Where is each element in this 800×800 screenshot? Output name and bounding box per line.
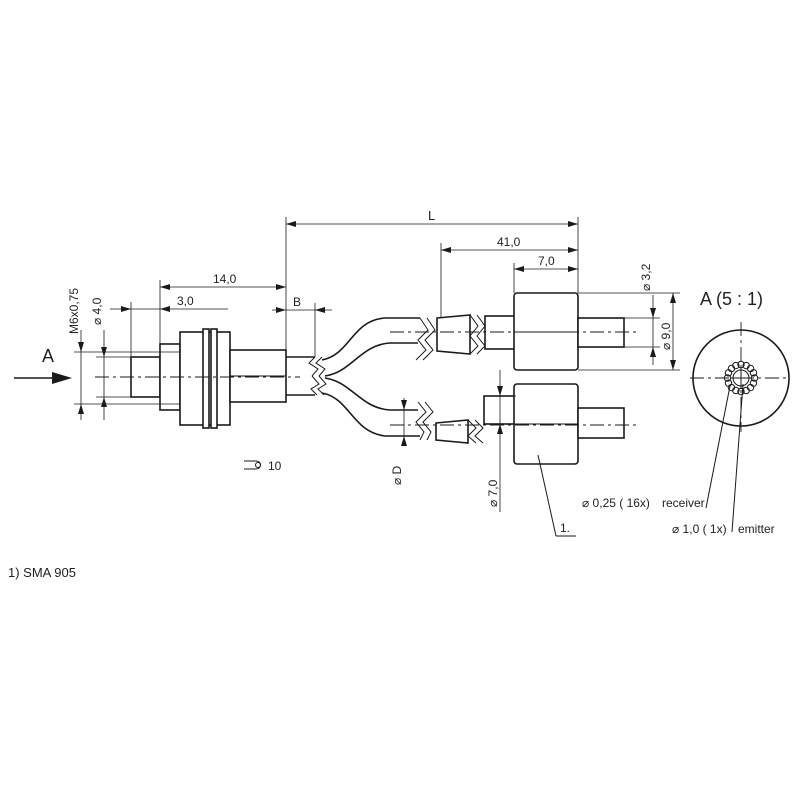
callout-10-text: 10 (268, 459, 282, 473)
dim-b: B (272, 295, 332, 357)
dim-14-text: 14,0 (213, 272, 237, 286)
dim-7-arrow-right (568, 266, 578, 272)
cable-break-lower (310, 375, 327, 396)
dim-14-arrow-right (276, 284, 286, 290)
sensor-head (130, 328, 287, 429)
branch-upper-inner (324, 342, 418, 377)
dim-dia7-arrow-top (497, 386, 503, 396)
branch-lower-outer (321, 392, 420, 437)
dim-diad: ⌀ D (390, 398, 407, 485)
sma-connector-upper (513, 292, 625, 371)
dim-dia9-arrow-top (670, 293, 676, 303)
emitter-size-text: ⌀ 1,0 ( 1x) (672, 522, 727, 536)
dim-3-text: 3,0 (177, 294, 194, 308)
dim-thread-arrow-bottom (78, 404, 84, 414)
view-a-indicator: A (14, 346, 72, 384)
dim-41-arrow-left (441, 247, 451, 253)
dim-dia32: ⌀ 3,2 (624, 263, 660, 365)
dim-b-arrow-right (315, 307, 325, 313)
dim-diad-text: ⌀ D (390, 465, 404, 485)
dim-l-text: L (428, 208, 435, 223)
dim-7-text: 7,0 (538, 254, 555, 268)
dim-dia7-arrow-bottom (497, 424, 503, 434)
footnote: 1) SMA 905 (8, 565, 76, 580)
view-outer-circle (692, 329, 790, 427)
dim-dia32-arrow-bottom (650, 347, 656, 357)
dim-3-arrow-right (160, 306, 170, 312)
callout-10: 10 (244, 459, 282, 473)
ferrule-upper (436, 314, 471, 355)
branch-lower-inner (324, 377, 418, 411)
callout-1: 1. (537, 454, 576, 537)
callout-1-text: 1. (560, 521, 570, 535)
dim-14-arrow-left (160, 284, 170, 290)
receiver-size-text: ⌀ 0,25 ( 16x) (582, 496, 650, 510)
dim-b-arrow-left (276, 307, 286, 313)
receiver-fiber (724, 379, 733, 387)
emitter-label-text: emitter (738, 522, 775, 536)
dim-7: 7,0 (513, 254, 578, 293)
dim-dia9-text: ⌀ 9,0 (659, 322, 673, 350)
dim-dia4: ⌀ 4,0 (90, 297, 131, 420)
callout-1-leader (537, 454, 557, 537)
dim-l-arrow-left (286, 221, 296, 227)
dim-thread-arrow-top (78, 342, 84, 352)
cable-main-edges (286, 356, 315, 396)
dim-dia7-text: ⌀ 7,0 (486, 479, 500, 507)
dim-3: 3,0 (110, 294, 228, 357)
dim-41-text: 41,0 (497, 235, 521, 249)
dim-3-arrow-left (121, 306, 131, 312)
receiver-leader (705, 385, 731, 509)
view-a-label: A (42, 346, 54, 366)
receiver-fiber (749, 369, 758, 377)
ferrule-upper-tail (484, 315, 516, 350)
branch-break-2 (422, 317, 436, 361)
cable-break-upper (308, 356, 326, 377)
view-a-title: A (5 : 1) (700, 289, 763, 309)
view-a-detail: A (5 : 1) ⌀ 0,25 ( 16x) receiver ⌀ 1,0 (… (582, 289, 790, 536)
receiver-fiber (732, 361, 740, 370)
dim-thread-text: M6x0,75 (67, 288, 81, 334)
dim-diad-arrow-bottom (401, 436, 407, 446)
branch-break-4 (422, 401, 434, 441)
dim-dia7: ⌀ 7,0 (486, 370, 516, 512)
lock-washer (210, 328, 218, 429)
dim-41-arrow-right (568, 247, 578, 253)
dim-dia4-arrow-top (101, 347, 107, 357)
dim-dia4-arrow-bottom (101, 397, 107, 407)
view-arrow-head (52, 372, 72, 384)
lock-nut (202, 328, 210, 429)
dim-14: 14,0 (159, 272, 286, 344)
receiver-label-text: receiver (662, 496, 705, 510)
ferrule-lower (435, 419, 469, 444)
dim-b-text: B (293, 295, 301, 309)
dim-dia9-arrow-bottom (670, 360, 676, 370)
dim-dia32-text: ⌀ 3,2 (639, 263, 653, 291)
dim-7-arrow-left (514, 266, 524, 272)
branch-break-1 (415, 317, 429, 361)
dim-thread: M6x0,75 (67, 288, 180, 420)
dim-l: L (285, 208, 579, 350)
emitter-leader (731, 383, 744, 533)
sma-connector-lower (513, 383, 625, 465)
sma-upper-ferrule (577, 317, 625, 348)
dim-dia32-arrow-top (650, 308, 656, 318)
ferrule-break-upper (469, 314, 486, 355)
dim-l-arrow-right (568, 221, 578, 227)
dim-dia9: ⌀ 9,0 (578, 292, 680, 371)
dim-dia4-text: ⌀ 4,0 (90, 297, 104, 325)
clip-icon-hole (255, 462, 261, 468)
cable-main (286, 317, 436, 441)
dim-41: 41,0 (440, 235, 578, 318)
branch-upper-outer (321, 317, 420, 361)
dim-diad-arrow-top (401, 400, 407, 410)
ferrule-break-lower (467, 419, 484, 444)
sma-lower-ferrule (577, 407, 625, 439)
branch-break-3 (415, 401, 427, 441)
